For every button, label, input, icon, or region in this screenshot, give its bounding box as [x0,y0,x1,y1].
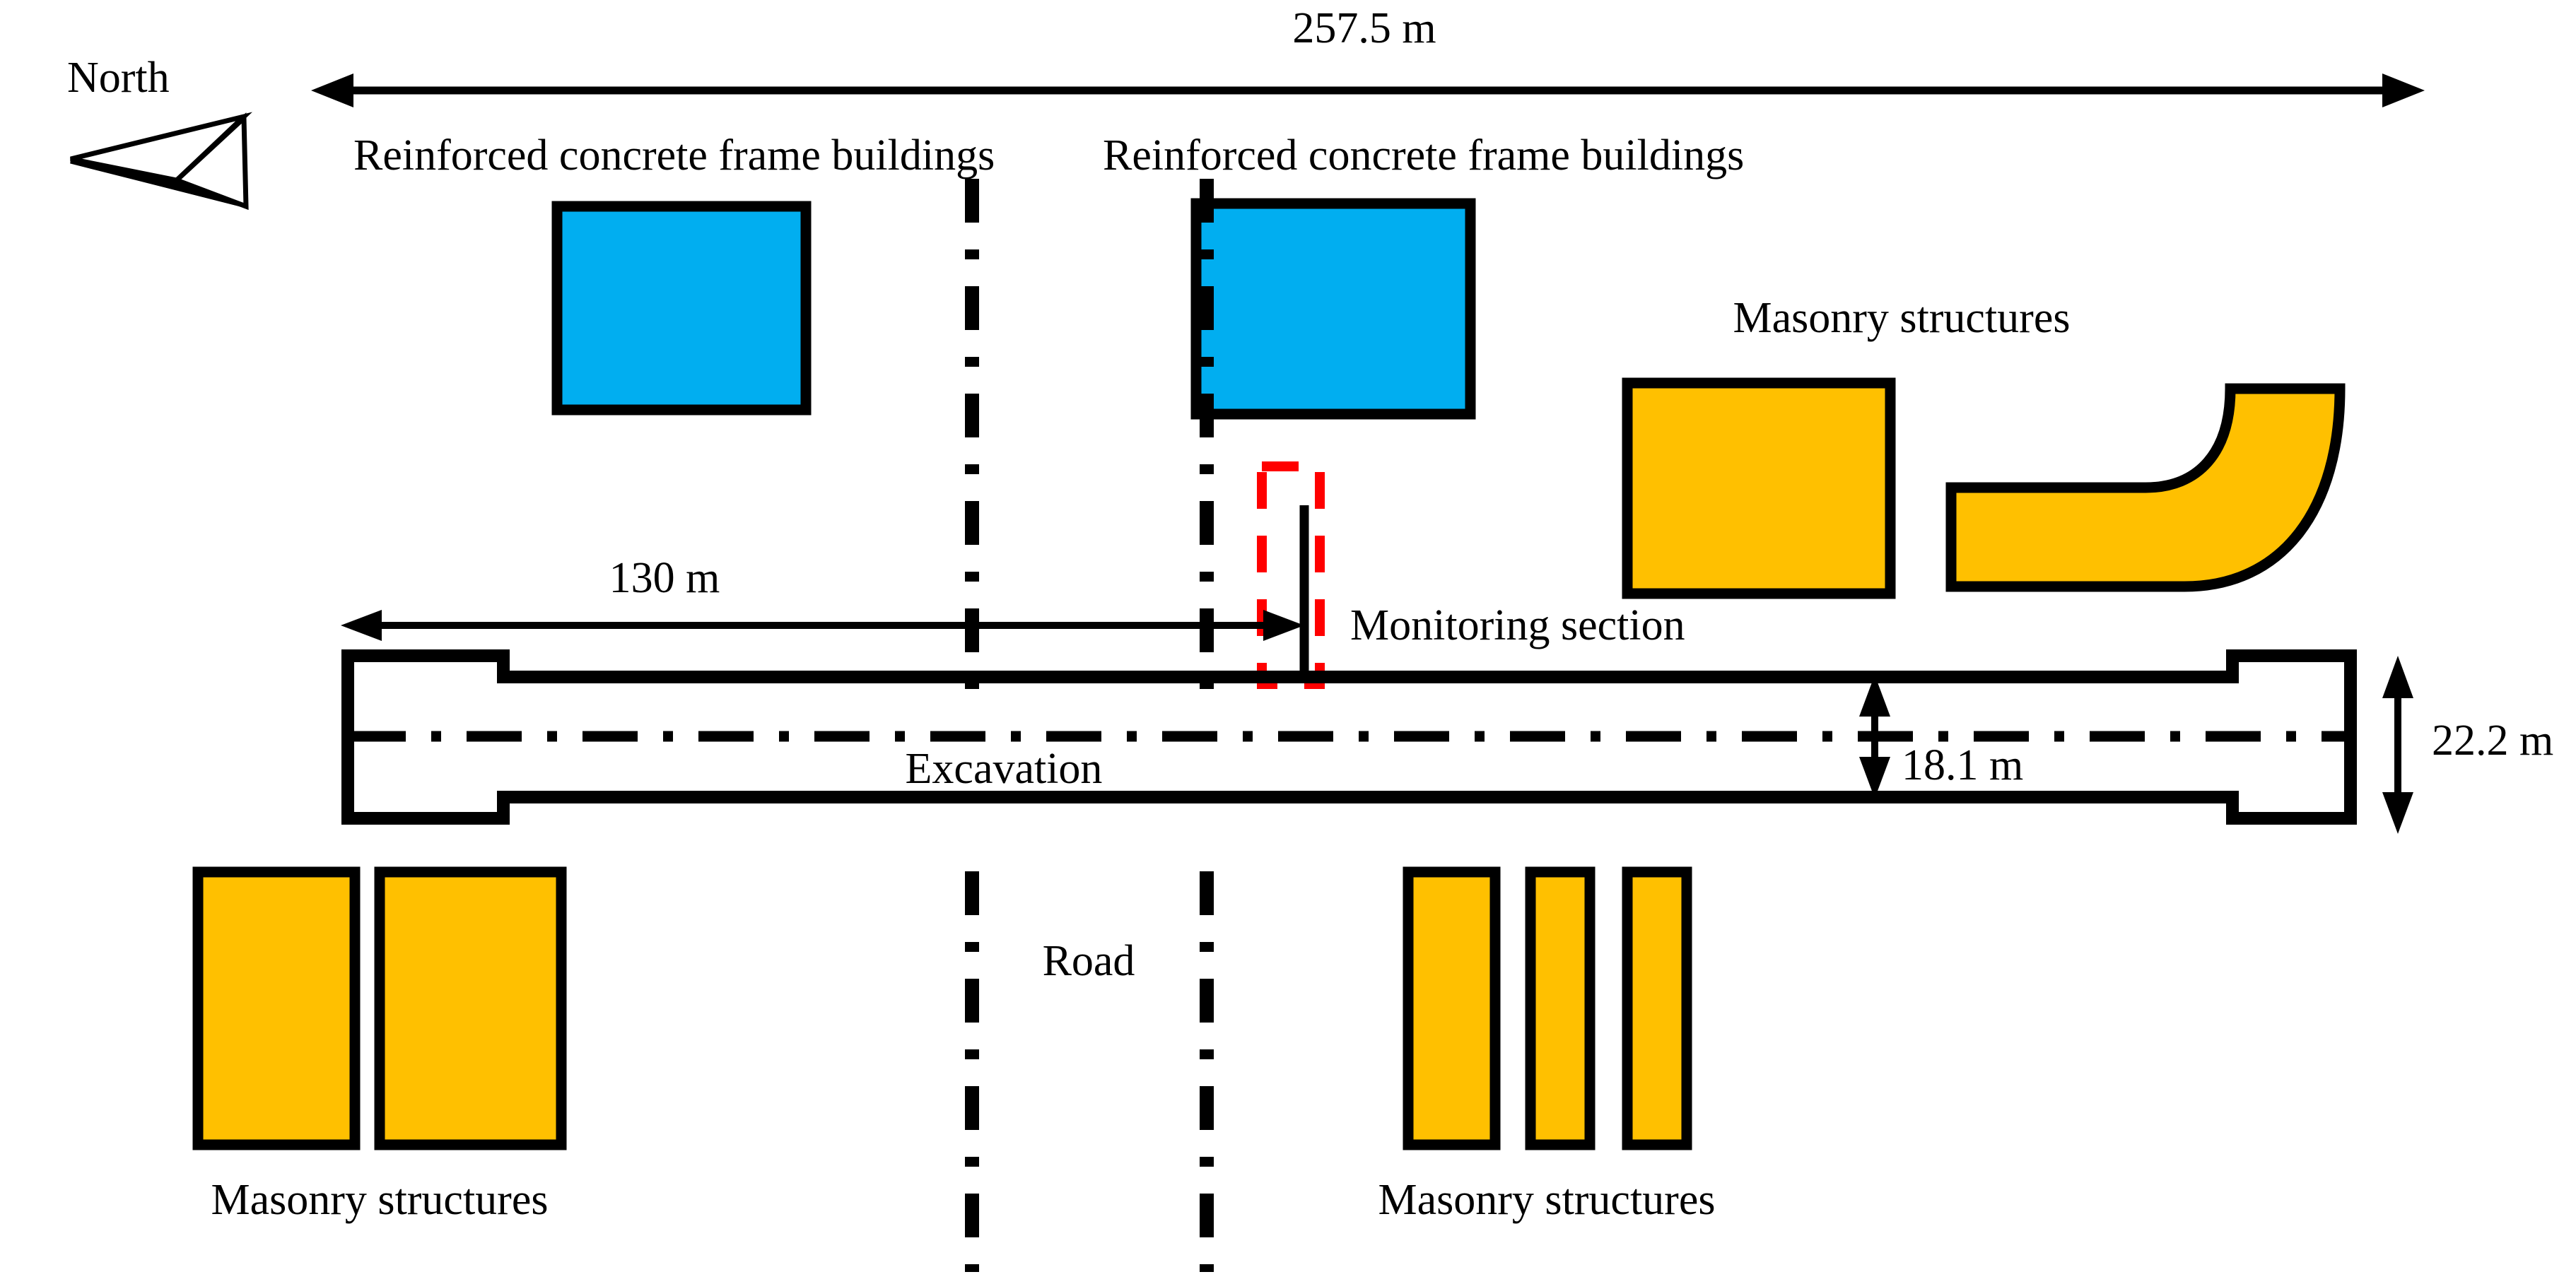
masonry-br-3 [1622,866,1692,1150]
rc-buildings-left-label: Reinforced concrete frame buildings [353,131,995,179]
masonry-top-rect [1622,377,1896,599]
masonry-top-right-label: Masonry structures [1733,294,2071,342]
dimension-22-2m-arrow [2382,656,2413,834]
north-arrow-icon [70,112,252,211]
excavation-outline [341,649,2357,825]
dimension-18-1m-arrow [1859,675,1890,799]
masonry-br-1 [1403,866,1501,1150]
masonry-top-curved-band [1945,383,2346,592]
rc-building-left [551,201,812,416]
rc-buildings-right-label: Reinforced concrete frame buildings [1103,131,1744,179]
north-label: North [67,54,170,102]
masonry-br-2 [1525,866,1596,1150]
monitoring-section-label: Monitoring section [1350,601,1685,649]
overall-dimension-label: 257.5 m [1292,4,1436,52]
masonry-bl-2 [374,866,567,1150]
masonry-bottom-left-label: Masonry structures [211,1176,549,1224]
excavation-label: Excavation [906,745,1103,793]
dimension-22-2m-label: 22.2 m [2432,717,2553,765]
masonry-bl-1 [192,866,361,1150]
overall-dimension-arrow [311,73,2425,107]
masonry-bottom-right-label: Masonry structures [1378,1176,1716,1224]
road-label: Road [1043,937,1135,985]
dimension-18-1m-label: 18.1 m [1902,741,2023,789]
monitoring-section-box [1257,461,1325,689]
distance-130m-label: 130 m [609,554,720,602]
rc-building-right [1190,198,1476,420]
distance-130m-arrow [341,610,1304,641]
